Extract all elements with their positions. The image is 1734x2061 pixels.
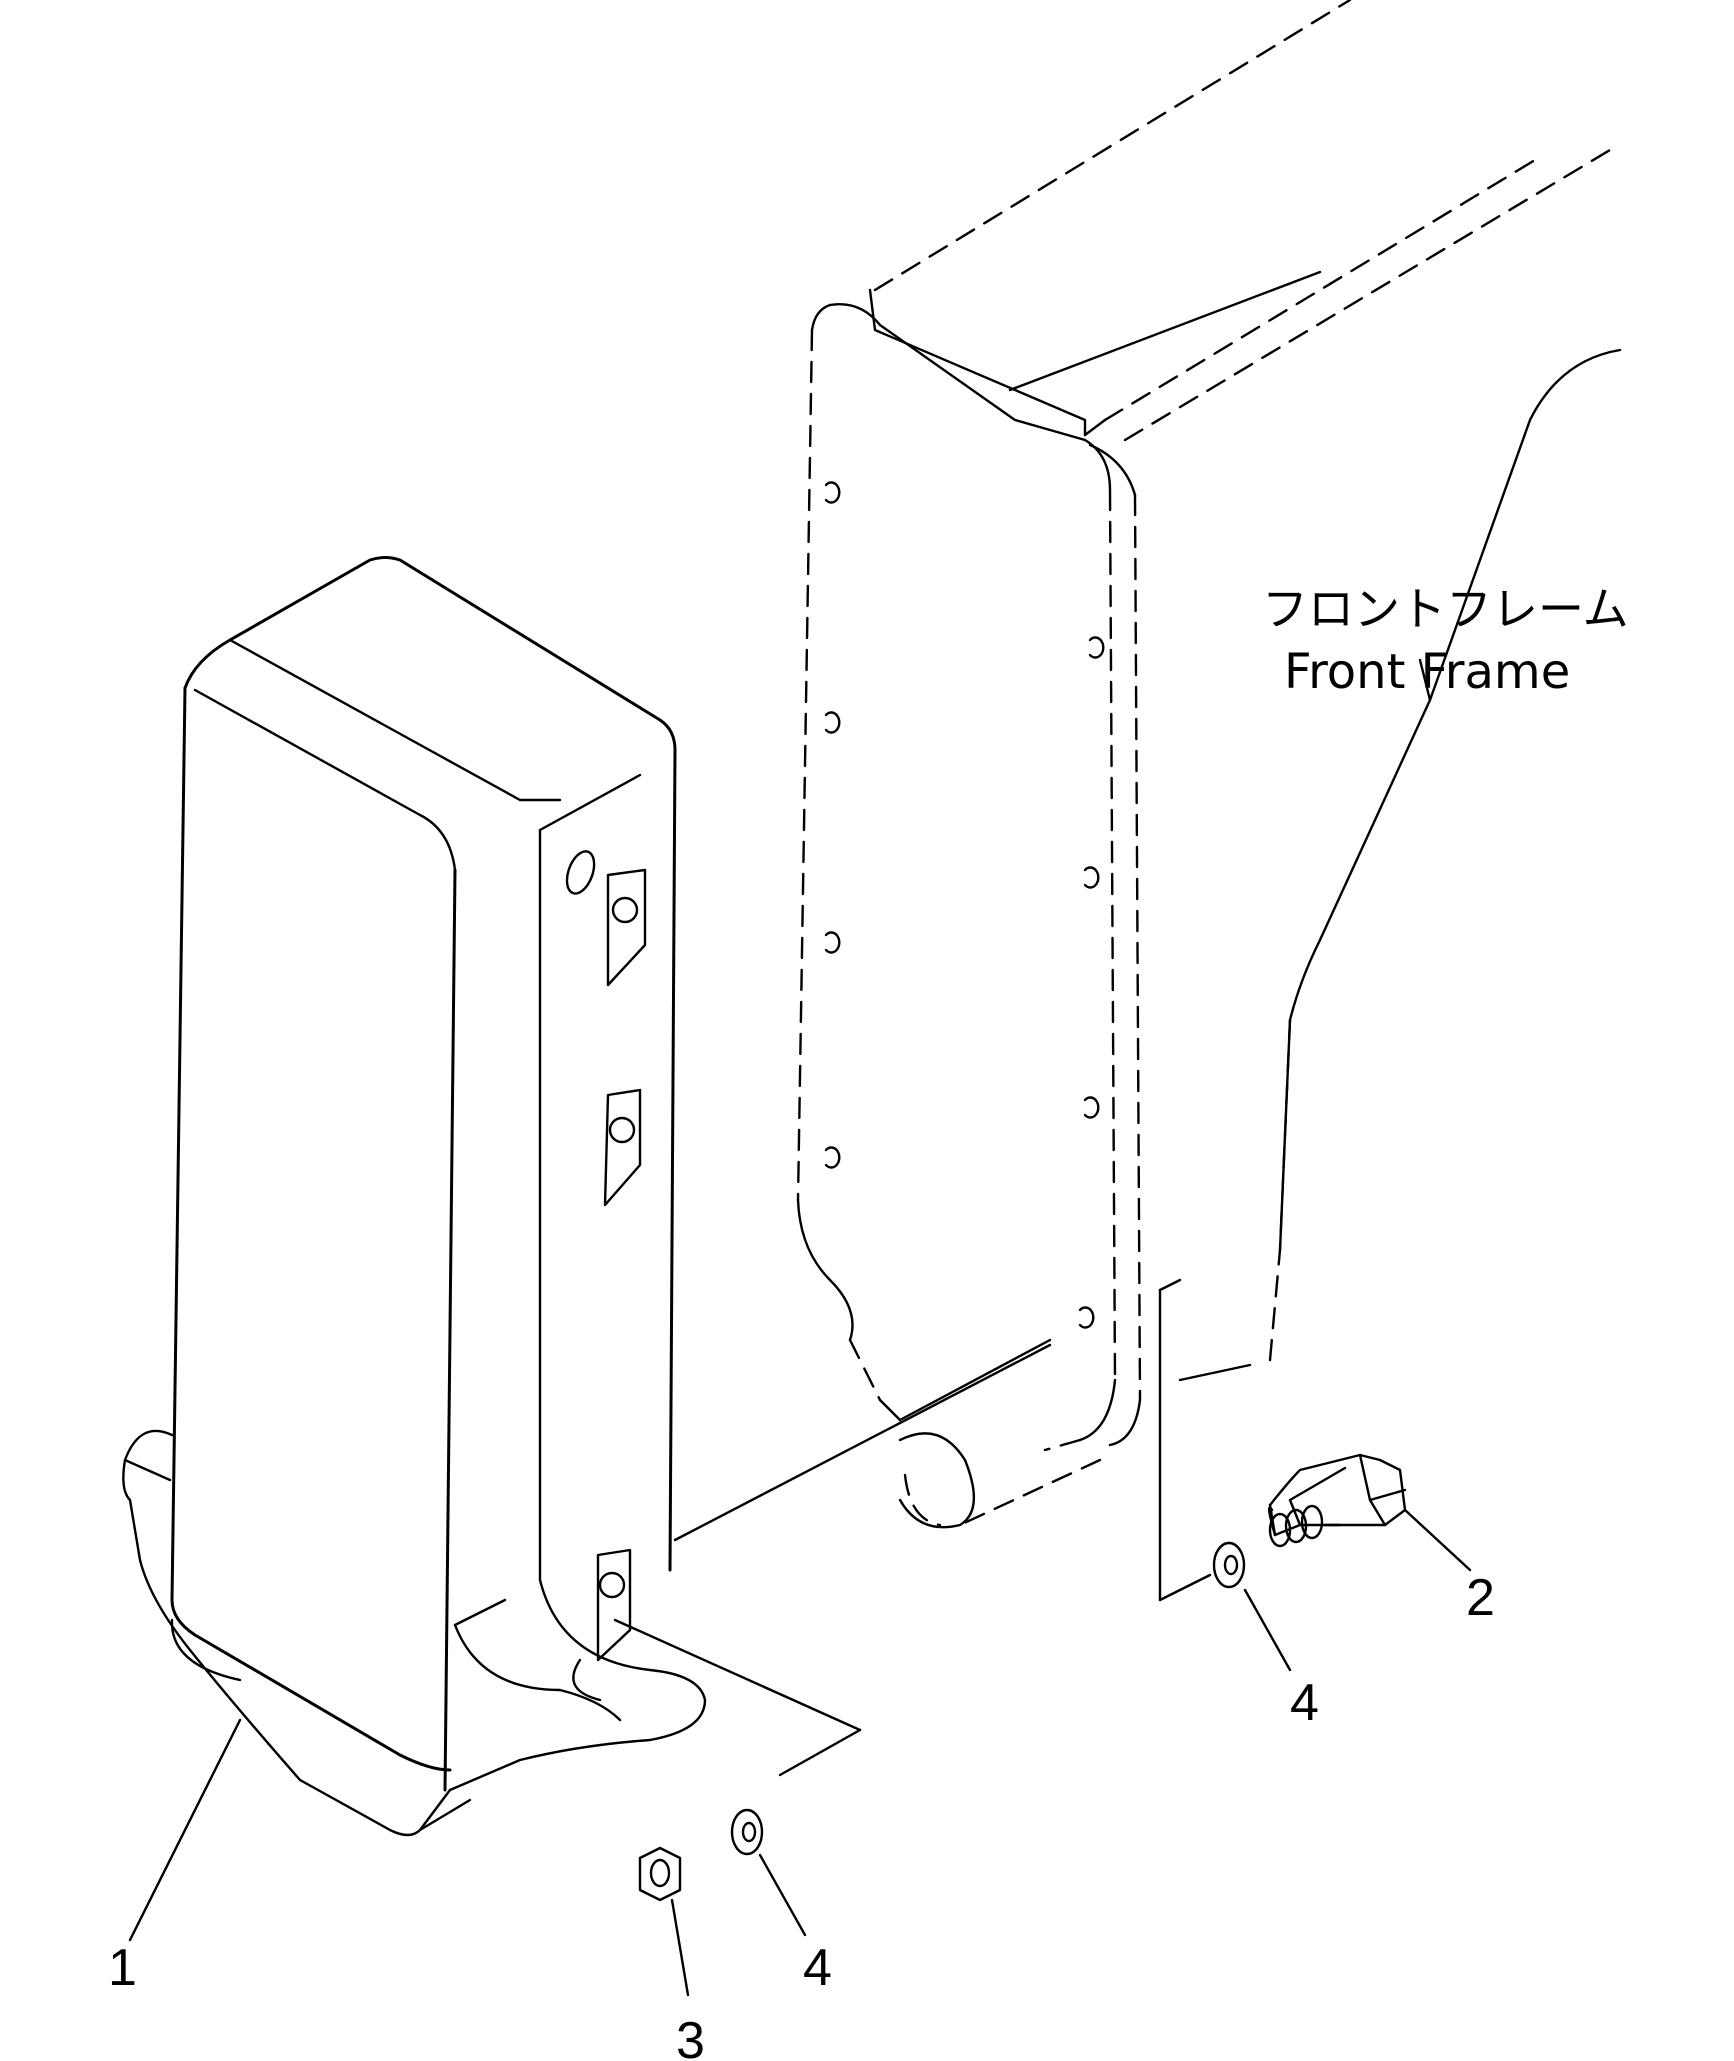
part-3-nut bbox=[638, 1846, 682, 1902]
front-frame-outline bbox=[796, 0, 1622, 1602]
washer-right-leader bbox=[1158, 1573, 1212, 1602]
callout-part-4-right: 4 bbox=[1290, 1674, 1319, 1732]
callout-leaders bbox=[128, 658, 1472, 1997]
part-1-cover bbox=[122, 556, 1052, 1837]
part-4-washer-left bbox=[730, 1808, 764, 1856]
washer-left-leader bbox=[778, 1728, 862, 1777]
callout-part-2: 2 bbox=[1466, 1569, 1495, 1627]
callout-part-1: 1 bbox=[108, 1939, 137, 1997]
callout-part-3: 3 bbox=[676, 2012, 705, 2061]
callout-part-4-left: 4 bbox=[803, 1939, 832, 1997]
part-4-washer-right bbox=[1212, 1541, 1246, 1589]
front-frame-label-en: Front Frame bbox=[1284, 644, 1570, 700]
front-frame-label-jp: フロントフレーム bbox=[1262, 582, 1629, 636]
part-2-bolt bbox=[1267, 1453, 1407, 1548]
